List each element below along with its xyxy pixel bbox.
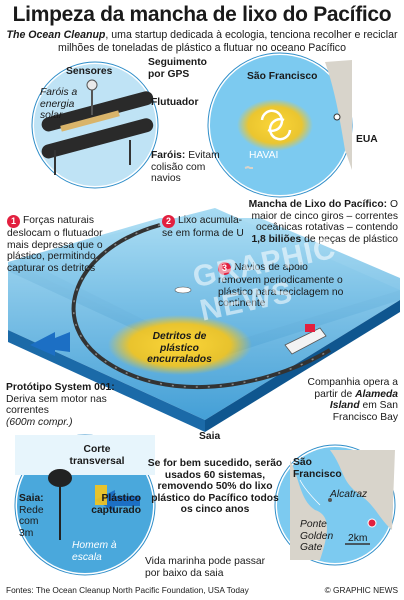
bay-label-golden-gate: Ponte Golden Gate — [300, 519, 334, 554]
patch-title: Mancha de Lixo do Pacífico: — [248, 199, 388, 210]
cross-section-title: Corte transversal — [69, 444, 125, 467]
skirt-info: Saia: Rede com 3m — [19, 493, 53, 539]
lights-text: Evitam colisão com navios — [151, 150, 220, 185]
cross-section-circle — [13, 433, 157, 577]
step-2-text: Lixo acumula-se em forma de U — [162, 215, 244, 239]
device-circle — [30, 60, 160, 190]
map-label-sf: São Francisco — [247, 71, 318, 82]
support-ship — [284, 324, 327, 355]
patch-amount: 1,8 biliões — [251, 233, 302, 245]
map-label-usa: EUA — [356, 134, 378, 145]
skirt-info-title: Saia: — [19, 493, 44, 504]
sea-side-left — [8, 330, 205, 432]
label-solar-lights: Faróis a energia solar — [40, 87, 78, 122]
company-op: Companhia opera a partir de Alameda Isla… — [296, 377, 398, 423]
prototype-title: Protótipo System 001: — [6, 382, 115, 393]
bay-scale-label: 2km — [348, 533, 368, 544]
step-1-text: Forças naturais deslocam o flutuador mai… — [7, 215, 103, 274]
step-2-number: 2 — [162, 215, 175, 228]
lights-title: Faróis: — [151, 150, 186, 161]
bay-map-circle — [273, 443, 397, 567]
captured-label: Plástico capturado — [91, 493, 141, 516]
prototype-info: Protótipo System 001: Deriva sem motor n… — [6, 382, 116, 428]
step-1-number: 1 — [7, 215, 20, 228]
patch-text2: de peças de plástico — [304, 233, 398, 245]
bay-label-alcatraz: Alcatraz — [330, 489, 368, 500]
bay-label-sf: São Francisco — [293, 457, 342, 480]
skirt-info-text: Rede com 3m — [19, 504, 44, 539]
footer-credit: © GRAPHIC NEWS — [324, 585, 398, 595]
intro-text: The Ocean Cleanup, uma startup dedicada … — [6, 29, 398, 54]
success-text: Se for bem sucedido, serão usados 60 sis… — [147, 458, 283, 516]
prototype-length: (600m compr.) — [6, 416, 73, 428]
intro-company: The Ocean Cleanup — [6, 29, 106, 41]
prototype-text: Deriva sem motor nas correntes — [6, 393, 107, 417]
label-float: Flutuador — [151, 97, 199, 108]
marine-life-label: Vida marinha pode passar por baixo da sa… — [145, 556, 266, 579]
map-label-hawaii: HAVAI — [249, 150, 279, 161]
skirt-label: Saia — [199, 431, 221, 442]
company-op-text1: Companhia opera a partir de — [307, 377, 398, 400]
step-3-text: Navios de apoio removem periodicamente o… — [218, 262, 344, 310]
current-arrow-icon — [30, 332, 70, 356]
lights-info: Faróis: Evitam colisão com navios — [151, 150, 223, 185]
floater-lights — [72, 224, 331, 388]
patch-text1: O maior de cinco giros – correntes oceân… — [251, 199, 398, 234]
footer-sources: Fontes: The Ocean Cleanup North Pacific … — [6, 585, 249, 595]
label-gps: Seguimento por GPS — [148, 57, 207, 80]
step-3-number: 3 — [218, 262, 231, 275]
intro-body: , uma startup dedicada à ecologia, tenci… — [58, 29, 398, 54]
company-op-text2: em San Francisco Bay — [332, 400, 398, 423]
label-sensors: Sensores — [66, 66, 113, 77]
debris-patch — [108, 315, 252, 375]
man-scale-label: Homem à escala — [72, 540, 117, 563]
debris-label: Detritos de plástico encurralados — [147, 331, 212, 366]
tender-boat — [174, 286, 192, 294]
page-title: Limpeza da mancha de lixo do Pacífico — [12, 3, 392, 26]
pacific-map-circle — [206, 51, 354, 199]
company-op-place: Alameda Island — [329, 388, 398, 412]
patch-info: Mancha de Lixo do Pacífico: O maior de c… — [248, 199, 398, 245]
